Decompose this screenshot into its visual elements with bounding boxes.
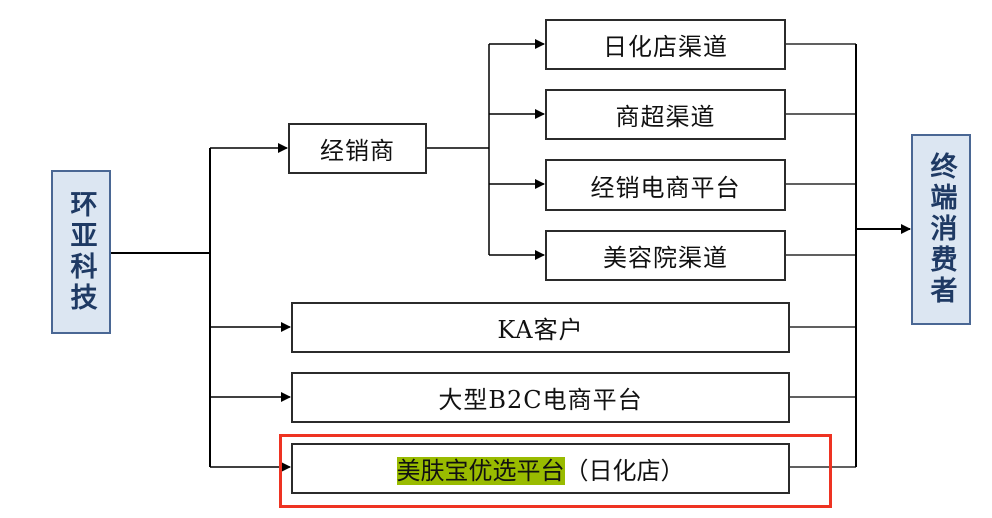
- sub-channel-node: 日化店渠道: [545, 19, 786, 70]
- distributor-label: 经销商: [320, 137, 395, 165]
- direct-channel-label: KA客户: [497, 316, 584, 344]
- sub-channel-node: 经销电商平台: [545, 159, 786, 211]
- highlight-char: 宝: [444, 457, 469, 485]
- sub-channel-label: 美容院渠道: [603, 244, 728, 272]
- direct-channel-node: 大型B2C电商平台: [291, 372, 790, 423]
- emphasis-frame: [279, 434, 832, 508]
- highlight-char: 优: [468, 457, 493, 485]
- highlight-char: 台: [540, 457, 565, 485]
- distributor-node: 经销商: [288, 123, 427, 174]
- sub-channel-node: 商超渠道: [545, 89, 786, 140]
- target-label: 终端消费者: [925, 152, 957, 307]
- sub-channel-label: 商超渠道: [615, 103, 716, 131]
- sub-channel-node: 美容院渠道: [545, 230, 786, 281]
- highlight-char: 美: [396, 457, 421, 485]
- highlight-char: 选: [492, 457, 517, 485]
- highlighted-channel-label: 美肤宝优选平台（日化店）: [396, 451, 685, 486]
- direct-channel-node: KA客户: [291, 302, 790, 353]
- source-node: 环亚科技: [51, 170, 111, 334]
- highlighted-channel-suffix: （日化店）: [564, 457, 685, 485]
- highlight-char: 平: [516, 457, 541, 485]
- source-label: 环亚科技: [65, 190, 97, 314]
- highlighted-channel-node: 美肤宝优选平台（日化店）: [291, 443, 790, 494]
- sub-channel-label: 经销电商平台: [590, 173, 741, 202]
- sub-channel-label: 日化店渠道: [603, 33, 728, 61]
- highlight-char: 肤: [420, 457, 445, 485]
- direct-channel-label: 大型B2C电商平台: [438, 386, 643, 414]
- target-node: 终端消费者: [911, 134, 971, 325]
